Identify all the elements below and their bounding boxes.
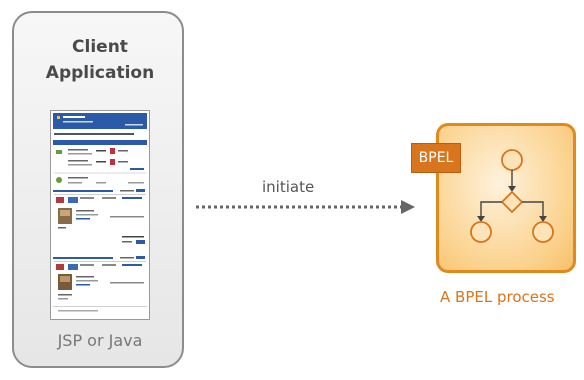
client-application-box: Client Application: [12, 11, 184, 368]
client-subtitle: JSP or Java: [57, 331, 143, 350]
bpel-tag: BPEL: [411, 143, 461, 173]
client-title-line2: Application: [45, 63, 155, 83]
connector-label: initiate: [262, 178, 315, 196]
web-page-thumbnail-icon: [50, 110, 150, 320]
bpel-process-caption: A BPEL process: [440, 288, 555, 306]
dotted-arrow-icon: [196, 200, 415, 214]
bpel-flowchart-icon: [470, 149, 554, 243]
client-title-line1: Client: [72, 37, 128, 57]
